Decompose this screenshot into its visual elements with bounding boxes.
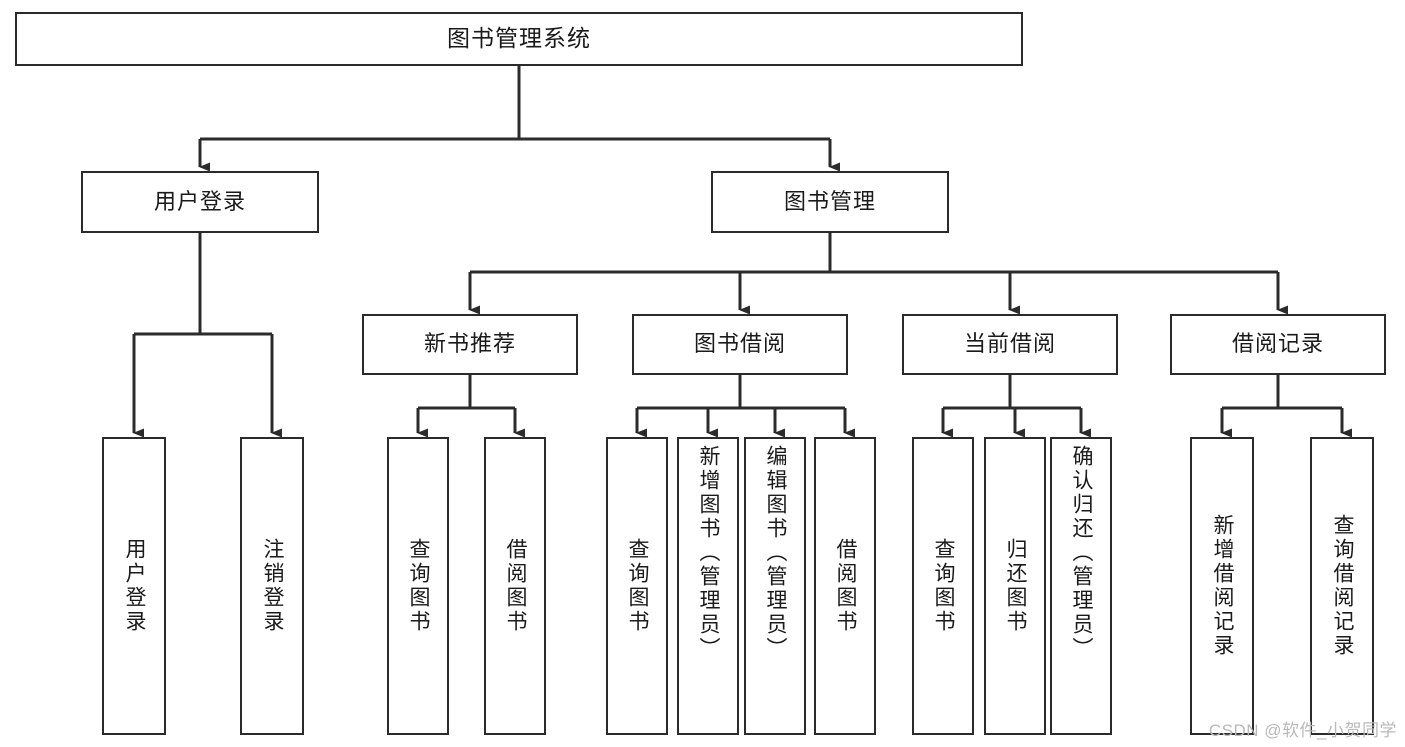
leaf-text-wrap: 查询图书 — [608, 439, 666, 733]
node-level3-新书推荐[interactable]: 新书推荐 — [362, 314, 578, 375]
node-root-图书管理系统[interactable]: 图书管理系统 — [15, 12, 1023, 66]
leaf-text-wrap: 查询借阅记录 — [1312, 439, 1372, 733]
leaf-text-wrap: 查询图书 — [914, 439, 972, 733]
node-leaf-label: 用户登录 — [123, 538, 147, 634]
node-level3-图书借阅[interactable]: 图书借阅 — [632, 314, 848, 375]
node-leaf-查询借阅记录[interactable]: 查询借阅记录 — [1310, 437, 1374, 735]
node-leaf-label: 注销登录 — [261, 538, 285, 634]
leaf-text-wrap: 用户登录 — [104, 439, 164, 733]
node-leaf-label: 编辑图书（管理员） — [764, 445, 788, 661]
node-leaf-label: 查询图书 — [932, 538, 956, 634]
node-leaf-label: 查询借阅记录 — [1331, 514, 1355, 658]
node-leaf-归还图书[interactable]: 归还图书 — [984, 437, 1046, 735]
node-leaf-label: 新增图书（管理员） — [697, 445, 721, 661]
node-leaf-新增图书管理员[interactable]: 新增图书（管理员） — [677, 437, 739, 735]
leaf-text-wrap: 借阅图书 — [486, 439, 544, 733]
leaf-text-wrap: 编辑图书（管理员） — [746, 439, 804, 739]
node-leaf-label: 借阅图书 — [504, 538, 528, 634]
node-level3-借阅记录-label: 借阅记录 — [1231, 331, 1324, 357]
node-leaf-编辑图书管理员[interactable]: 编辑图书（管理员） — [744, 437, 806, 735]
node-level2-图书管理-label: 图书管理 — [783, 188, 876, 214]
node-level2-用户登录[interactable]: 用户登录 — [81, 171, 319, 233]
node-leaf-查询图书[interactable]: 查询图书 — [912, 437, 974, 735]
node-level3-图书借阅-label: 图书借阅 — [693, 331, 786, 357]
node-leaf-借阅图书[interactable]: 借阅图书 — [814, 437, 876, 735]
node-leaf-注销登录[interactable]: 注销登录 — [240, 437, 304, 735]
node-level2-用户登录-label: 用户登录 — [153, 188, 246, 214]
node-leaf-label: 查询图书 — [407, 538, 431, 634]
node-level3-当前借阅[interactable]: 当前借阅 — [902, 314, 1118, 375]
node-leaf-新增借阅记录[interactable]: 新增借阅记录 — [1190, 437, 1254, 735]
node-leaf-label: 借阅图书 — [834, 538, 858, 634]
leaf-text-wrap: 注销登录 — [242, 439, 302, 733]
watermark-label: CSDN @软件_小贺同学 — [1208, 721, 1397, 740]
node-leaf-label: 查询图书 — [626, 538, 650, 634]
node-leaf-用户登录[interactable]: 用户登录 — [102, 437, 166, 735]
node-leaf-label: 归还图书 — [1004, 538, 1028, 634]
node-level3-新书推荐-label: 新书推荐 — [423, 331, 516, 357]
leaf-text-wrap: 借阅图书 — [816, 439, 874, 733]
node-leaf-label: 确认归还（管理员） — [1070, 445, 1094, 661]
leaf-text-wrap: 查询图书 — [389, 439, 447, 733]
leaf-text-wrap: 新增借阅记录 — [1192, 439, 1252, 733]
node-level3-当前借阅-label: 当前借阅 — [963, 331, 1056, 357]
leaf-text-wrap: 确认归还（管理员） — [1052, 439, 1110, 739]
node-level2-图书管理[interactable]: 图书管理 — [711, 171, 949, 233]
node-leaf-确认归还管理员[interactable]: 确认归还（管理员） — [1050, 437, 1112, 735]
node-leaf-label: 新增借阅记录 — [1211, 514, 1235, 658]
node-leaf-借阅图书[interactable]: 借阅图书 — [484, 437, 546, 735]
node-level3-借阅记录[interactable]: 借阅记录 — [1170, 314, 1386, 375]
leaf-text-wrap: 归还图书 — [986, 439, 1044, 733]
node-leaf-查询图书[interactable]: 查询图书 — [387, 437, 449, 735]
node-root-图书管理系统-label: 图书管理系统 — [447, 25, 591, 52]
leaf-text-wrap: 新增图书（管理员） — [679, 439, 737, 739]
node-leaf-查询图书[interactable]: 查询图书 — [606, 437, 668, 735]
